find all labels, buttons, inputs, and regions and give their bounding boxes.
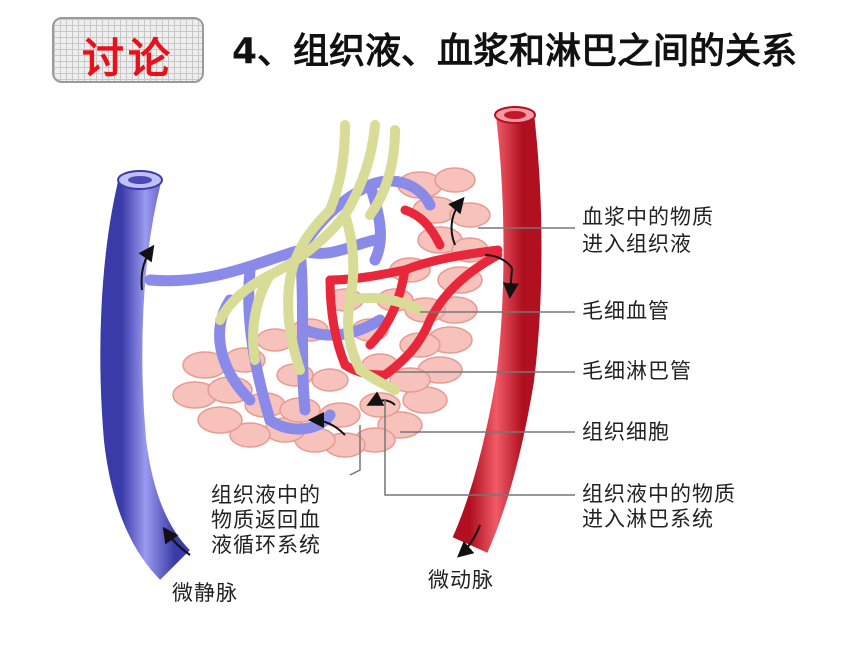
leader-lines — [349, 227, 575, 496]
label-plasma-to-tissue-line1: 血浆中的物质 — [582, 205, 714, 229]
label-tissue-to-lymph-line1: 组织液中的物质 — [582, 482, 736, 506]
flow-arrows — [138, 196, 519, 558]
label-tissue-to-lymph-line2: 进入淋巴系统 — [582, 507, 714, 531]
venule-vessel — [100, 170, 191, 580]
lymph-capillaries — [215, 120, 425, 395]
arterial-capillaries — [325, 205, 503, 380]
label-capillary: 毛细血管 — [582, 299, 670, 323]
label-plasma-to-tissue-line2: 进入组织液 — [582, 232, 692, 256]
label-arteriole: 微动脉 — [428, 568, 494, 592]
badge-label: 讨论 — [81, 34, 174, 83]
arteriole-vessel — [452, 106, 542, 553]
label-tissue-cell: 组织细胞 — [582, 420, 670, 444]
label-lymph-capillary: 毛细淋巴管 — [582, 359, 692, 383]
label-tissue-to-blood-line3: 液循环系统 — [211, 533, 321, 557]
page-title: 4、组织液、血浆和淋巴之间的关系 — [232, 31, 798, 72]
discussion-badge: 讨论 — [52, 17, 204, 83]
label-tissue-to-blood-line1: 组织液中的 — [211, 483, 321, 507]
label-tissue-to-blood-line2: 物质返回血 — [211, 508, 321, 532]
label-venule: 微静脉 — [172, 581, 238, 605]
